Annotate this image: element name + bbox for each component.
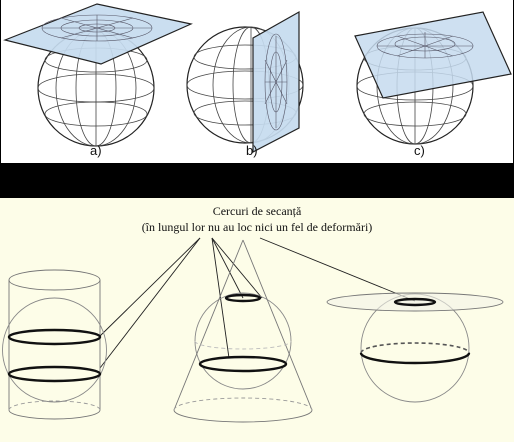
projection-planes-diagram xyxy=(3,3,512,153)
caption-b: b) xyxy=(246,143,258,158)
caption-c: c) xyxy=(414,143,425,158)
tangent-plane-b xyxy=(252,10,300,153)
secant-plane-sphere xyxy=(326,292,504,403)
secant-cylinder xyxy=(2,269,107,420)
secant-plane-c xyxy=(354,11,512,99)
title-line-2: (în lungul lor nu au loc nici un fel de … xyxy=(141,220,373,234)
projection-planes-panel: a) b) c) xyxy=(1,0,513,163)
tangent-plane-a xyxy=(3,3,193,65)
leader-lines xyxy=(99,237,416,369)
secant-surfaces-diagram xyxy=(2,237,504,423)
secant-surfaces-panel: Cercuri de secanță (în lungul lor nu au … xyxy=(0,198,514,442)
caption-a: a) xyxy=(90,143,102,158)
secant-cone xyxy=(173,239,313,423)
title-line-1: Cercuri de secanță xyxy=(212,204,302,218)
